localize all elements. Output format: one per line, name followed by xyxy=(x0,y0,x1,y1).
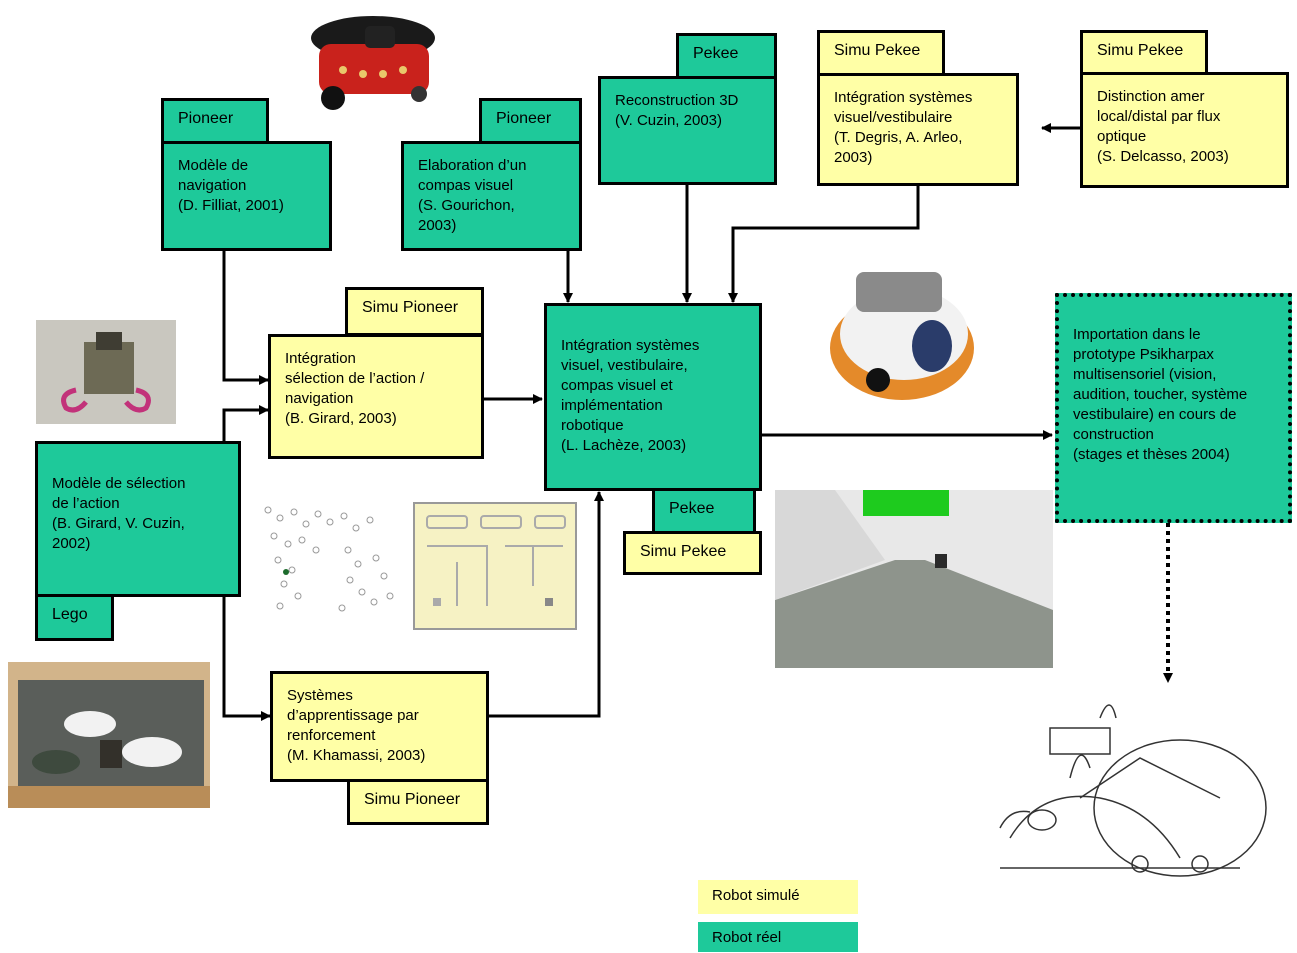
tag-simu-pekee-degris: Simu Pekee xyxy=(817,30,945,76)
box-psikharpax-prototype: Importation dans le prototype Psikharpax… xyxy=(1055,293,1292,523)
tag-lego: Lego xyxy=(35,594,114,641)
lego-robot-photo xyxy=(36,320,176,424)
box-visual-compass: Elaboration d’un compas visuel (S. Gouri… xyxy=(401,141,582,251)
virtual-corridor-image xyxy=(775,490,1053,668)
box-action-selection-model: Modèle de sélection de l’action (B. Gira… xyxy=(35,441,241,597)
box-landmark-distinction: Distinction amer local/distal par flux o… xyxy=(1080,72,1289,188)
tag-simu-pekee-lacheze: Simu Pekee xyxy=(623,531,762,575)
box-3d-reconstruction: Reconstruction 3D (V. Cuzin, 2003) xyxy=(598,76,777,185)
legend-simulated-robot: Robot simulé xyxy=(698,880,858,914)
box-visual-vestibular: Intégration systèmes visuel/vestibulaire… xyxy=(817,73,1019,186)
pekee-robot-photo xyxy=(830,272,974,400)
scatter-cells-image xyxy=(264,506,394,612)
tag-pekee-lacheze: Pekee xyxy=(652,488,756,534)
box-reinforcement-learning: Systèmes d’apprentissage par renforcemen… xyxy=(270,671,489,782)
tag-simu-pioneer-khamassi: Simu Pioneer xyxy=(347,779,489,825)
psikharpax-sketch xyxy=(999,704,1267,877)
legend-real-robot: Robot réel xyxy=(698,922,858,952)
box-system-integration: Intégration systèmes visuel, vestibulair… xyxy=(544,303,762,491)
tag-simu-pioneer-integration: Simu Pioneer xyxy=(345,287,484,336)
maze-image xyxy=(413,502,577,630)
arrow-degris-to-lacheze xyxy=(728,186,920,303)
arrow-khamassi-to-lacheze xyxy=(489,491,604,718)
pioneer-robot-photo xyxy=(311,16,435,110)
tag-simu-pekee-delcasso: Simu Pekee xyxy=(1080,30,1208,76)
arrow-filliat-to-integration xyxy=(222,251,269,385)
tag-pioneer-filliat: Pioneer xyxy=(161,98,269,144)
tag-pekee-cuzin: Pekee xyxy=(676,33,777,79)
tag-pioneer-gourichon: Pioneer xyxy=(479,98,582,144)
arena-photo xyxy=(8,662,210,808)
box-action-selection-integration: Intégration sélection de l’action / navi… xyxy=(268,334,484,459)
arrow-selection-to-integration xyxy=(222,405,269,444)
arrow-selection-to-khamassi xyxy=(222,595,271,721)
box-navigation-model: Modèle de navigation (D. Filliat, 2001) xyxy=(161,141,332,251)
